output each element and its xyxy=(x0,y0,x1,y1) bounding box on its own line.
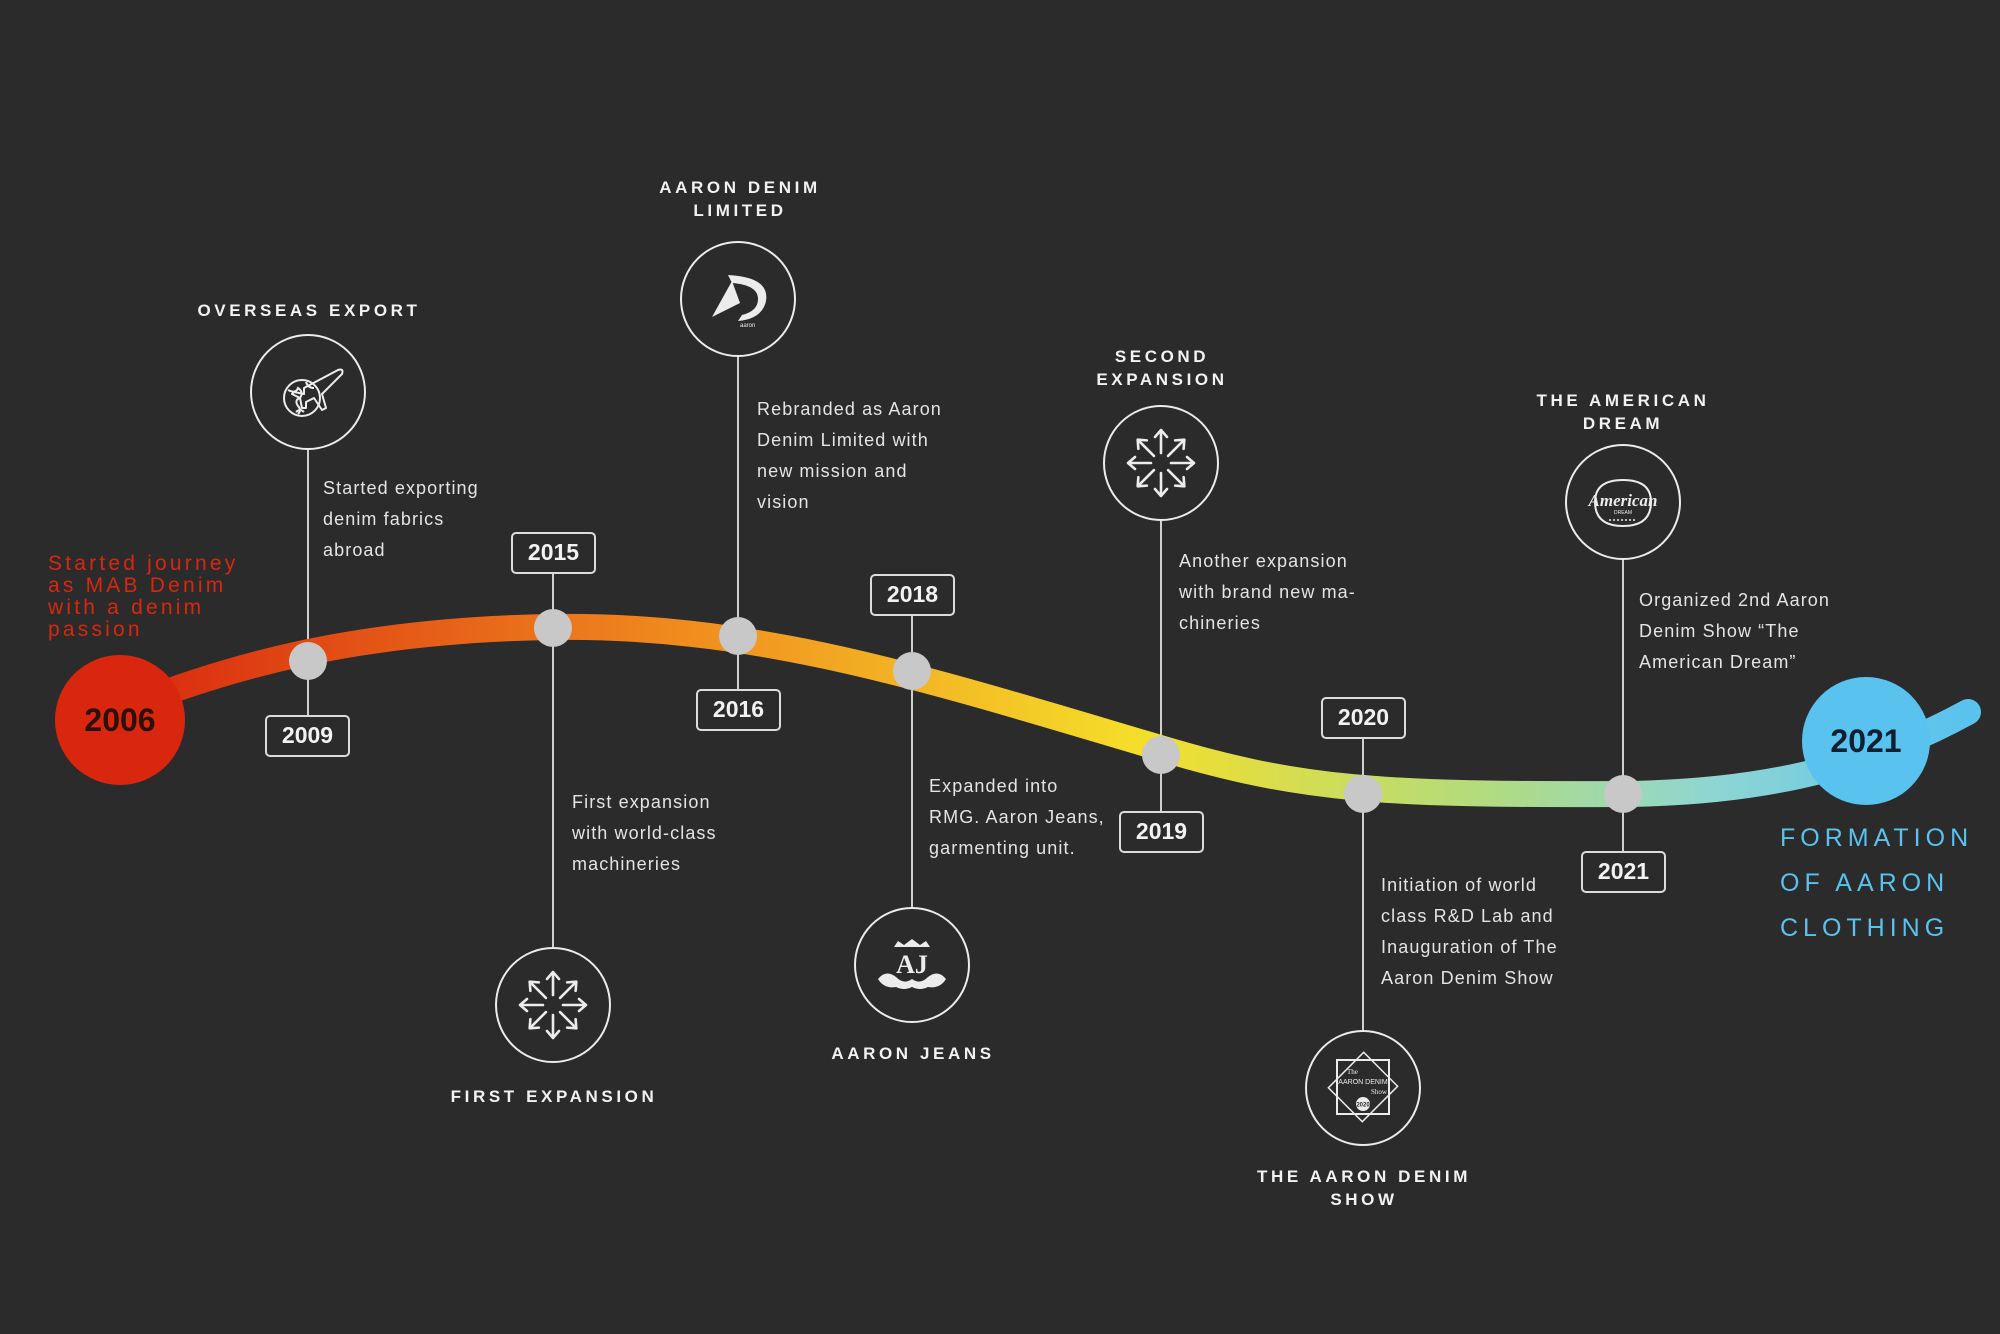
timeline-node xyxy=(1604,775,1642,813)
milestone-heading: THE AMERICAN DREAM xyxy=(1536,391,1710,433)
timeline-node xyxy=(719,617,757,655)
year-box-2019: 2019 xyxy=(1119,811,1204,853)
denim-show-logo-icon: The AARON DENIM Show 2020 xyxy=(1305,1030,1421,1146)
globe-plane-icon xyxy=(250,334,366,450)
expand-arrows-icon xyxy=(1103,405,1219,521)
american-dream-logo-sub: DREAM xyxy=(1614,510,1632,516)
start-year: 2006 xyxy=(84,702,156,738)
milestone-description: Organized 2nd Aaron Denim Show “The Amer… xyxy=(1639,590,1831,672)
milestone-heading: AARON JEANS xyxy=(831,1044,995,1063)
milestone-heading: OVERSEAS EXPORT xyxy=(197,301,421,320)
milestone-heading: SECOND EXPANSION xyxy=(1096,347,1228,389)
milestone-description: Another expansion with brand new ma- chi… xyxy=(1179,551,1356,633)
timeline-node xyxy=(289,642,327,680)
denim-show-logo-year: 2020 xyxy=(1356,1103,1370,1109)
year-box-2016: 2016 xyxy=(696,689,781,731)
milestone-description: Rebranded as Aaron Denim Limited with ne… xyxy=(757,399,942,512)
end-year: 2021 xyxy=(1830,723,1902,759)
aaron-logo-text: aaron xyxy=(740,323,755,329)
american-dream-logo-title: American xyxy=(1588,491,1658,510)
year-box-2009: 2009 xyxy=(265,715,350,757)
year-box-2020: 2020 xyxy=(1321,697,1406,739)
milestone-description: First expansion with world-class machine… xyxy=(572,792,717,874)
year-box-2018: 2018 xyxy=(870,574,955,616)
aaron-jeans-logo-text: AJ xyxy=(896,950,928,979)
milestone-heading: THE AARON DENIM SHOW xyxy=(1257,1167,1471,1209)
year-box-2021: 2021 xyxy=(1581,851,1666,893)
start-circle: 2006 xyxy=(55,655,185,785)
milestone-heading: AARON DENIM LIMITED xyxy=(659,178,821,220)
start-description: Started journey as MAB Denim with a deni… xyxy=(48,552,239,641)
year-box-2015: 2015 xyxy=(511,532,596,574)
denim-show-logo-show: Show xyxy=(1371,1088,1388,1096)
denim-show-logo-title: AARON DENIM xyxy=(1338,1079,1388,1086)
milestone-description: Started exporting denim fabrics abroad xyxy=(323,478,479,560)
aaron-logo-icon: aaron xyxy=(680,241,796,357)
denim-show-logo-the: The xyxy=(1347,1068,1358,1076)
milestone-description: Expanded into RMG. Aaron Jeans, garmenti… xyxy=(929,776,1105,858)
end-description: FORMATION OF AARON CLOTHING xyxy=(1780,824,1974,942)
aaron-jeans-logo-icon: AJ xyxy=(854,907,970,1023)
american-dream-logo-icon: American DREAM xyxy=(1565,444,1681,560)
milestone-description: Initiation of world class R&D Lab and In… xyxy=(1381,875,1558,988)
timeline-node xyxy=(1344,775,1382,813)
milestone-heading: FIRST EXPANSION xyxy=(450,1087,658,1106)
timeline-node xyxy=(534,609,572,647)
timeline-node xyxy=(1142,736,1180,774)
timeline-node xyxy=(893,652,931,690)
end-circle: 2021 xyxy=(1802,677,1930,805)
expand-arrows-icon xyxy=(495,947,611,1063)
